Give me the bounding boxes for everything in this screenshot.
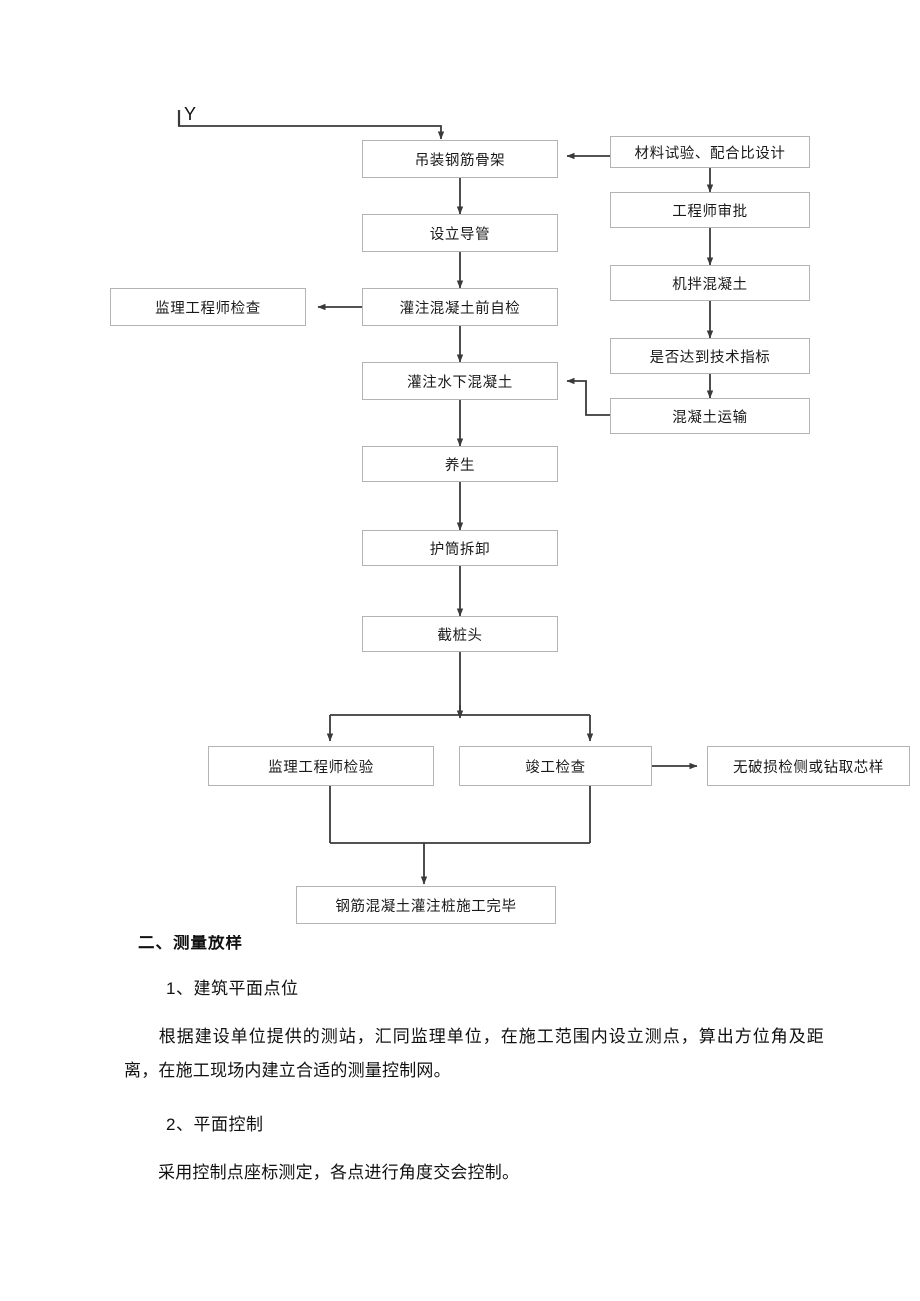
node-supervisor-check[interactable]: 监理工程师检查 (110, 288, 306, 326)
section-heading: 二、测量放样 (138, 935, 243, 952)
node-engineer-approval[interactable]: 工程师审批 (610, 192, 810, 228)
node-self-check[interactable]: 灌注混凝土前自检 (362, 288, 558, 326)
node-material-test[interactable]: 材料试验、配合比设计 (610, 136, 810, 168)
paragraph-1-text: 根据建设单位提供的测站，汇同监理单位，在施工范围内设立测点，算出方位角及距离，在… (124, 1027, 824, 1080)
node-casing-removal[interactable]: 护筒拆卸 (362, 530, 558, 566)
paragraph-1: 根据建设单位提供的测站，汇同监理单位，在施工范围内设立测点，算出方位角及距离，在… (124, 1020, 824, 1088)
node-pile-head-cut[interactable]: 截桩头 (362, 616, 558, 652)
y-axis-label: Y (184, 104, 197, 124)
node-hoist-cage[interactable]: 吊装钢筋骨架 (362, 140, 558, 178)
node-completion-check[interactable]: 竣工检查 (459, 746, 652, 786)
node-spec-check[interactable]: 是否达到技术指标 (610, 338, 810, 374)
node-machine-mix[interactable]: 机拌混凝土 (610, 265, 810, 301)
node-underwater-pour[interactable]: 灌注水下混凝土 (362, 362, 558, 400)
node-ndt-coring[interactable]: 无破损检侧或钻取芯样 (707, 746, 910, 786)
flowchart-connectors (177, 110, 714, 885)
node-curing[interactable]: 养生 (362, 446, 558, 482)
node-supervisor-accept[interactable]: 监理工程师检验 (208, 746, 434, 786)
node-concrete-transport[interactable]: 混凝土运输 (610, 398, 810, 434)
node-finished[interactable]: 钢筋混凝土灌注桩施工完毕 (296, 886, 556, 924)
paragraph-2-text: 采用控制点座标测定，各点进行角度交会控制。 (158, 1163, 520, 1182)
node-set-tremie[interactable]: 设立导管 (362, 214, 558, 252)
paragraph-2: 采用控制点座标测定，各点进行角度交会控制。 (124, 1156, 824, 1190)
pile-construction-flowchart: Y 吊装钢筋骨架 设立导管 灌注混凝土前自检 监理工程师检查 灌注水下混凝土 养… (110, 104, 910, 924)
subsection-heading-1: 1、建筑平面点位 (166, 979, 299, 998)
subsection-heading-2: 2、平面控制 (166, 1115, 264, 1134)
